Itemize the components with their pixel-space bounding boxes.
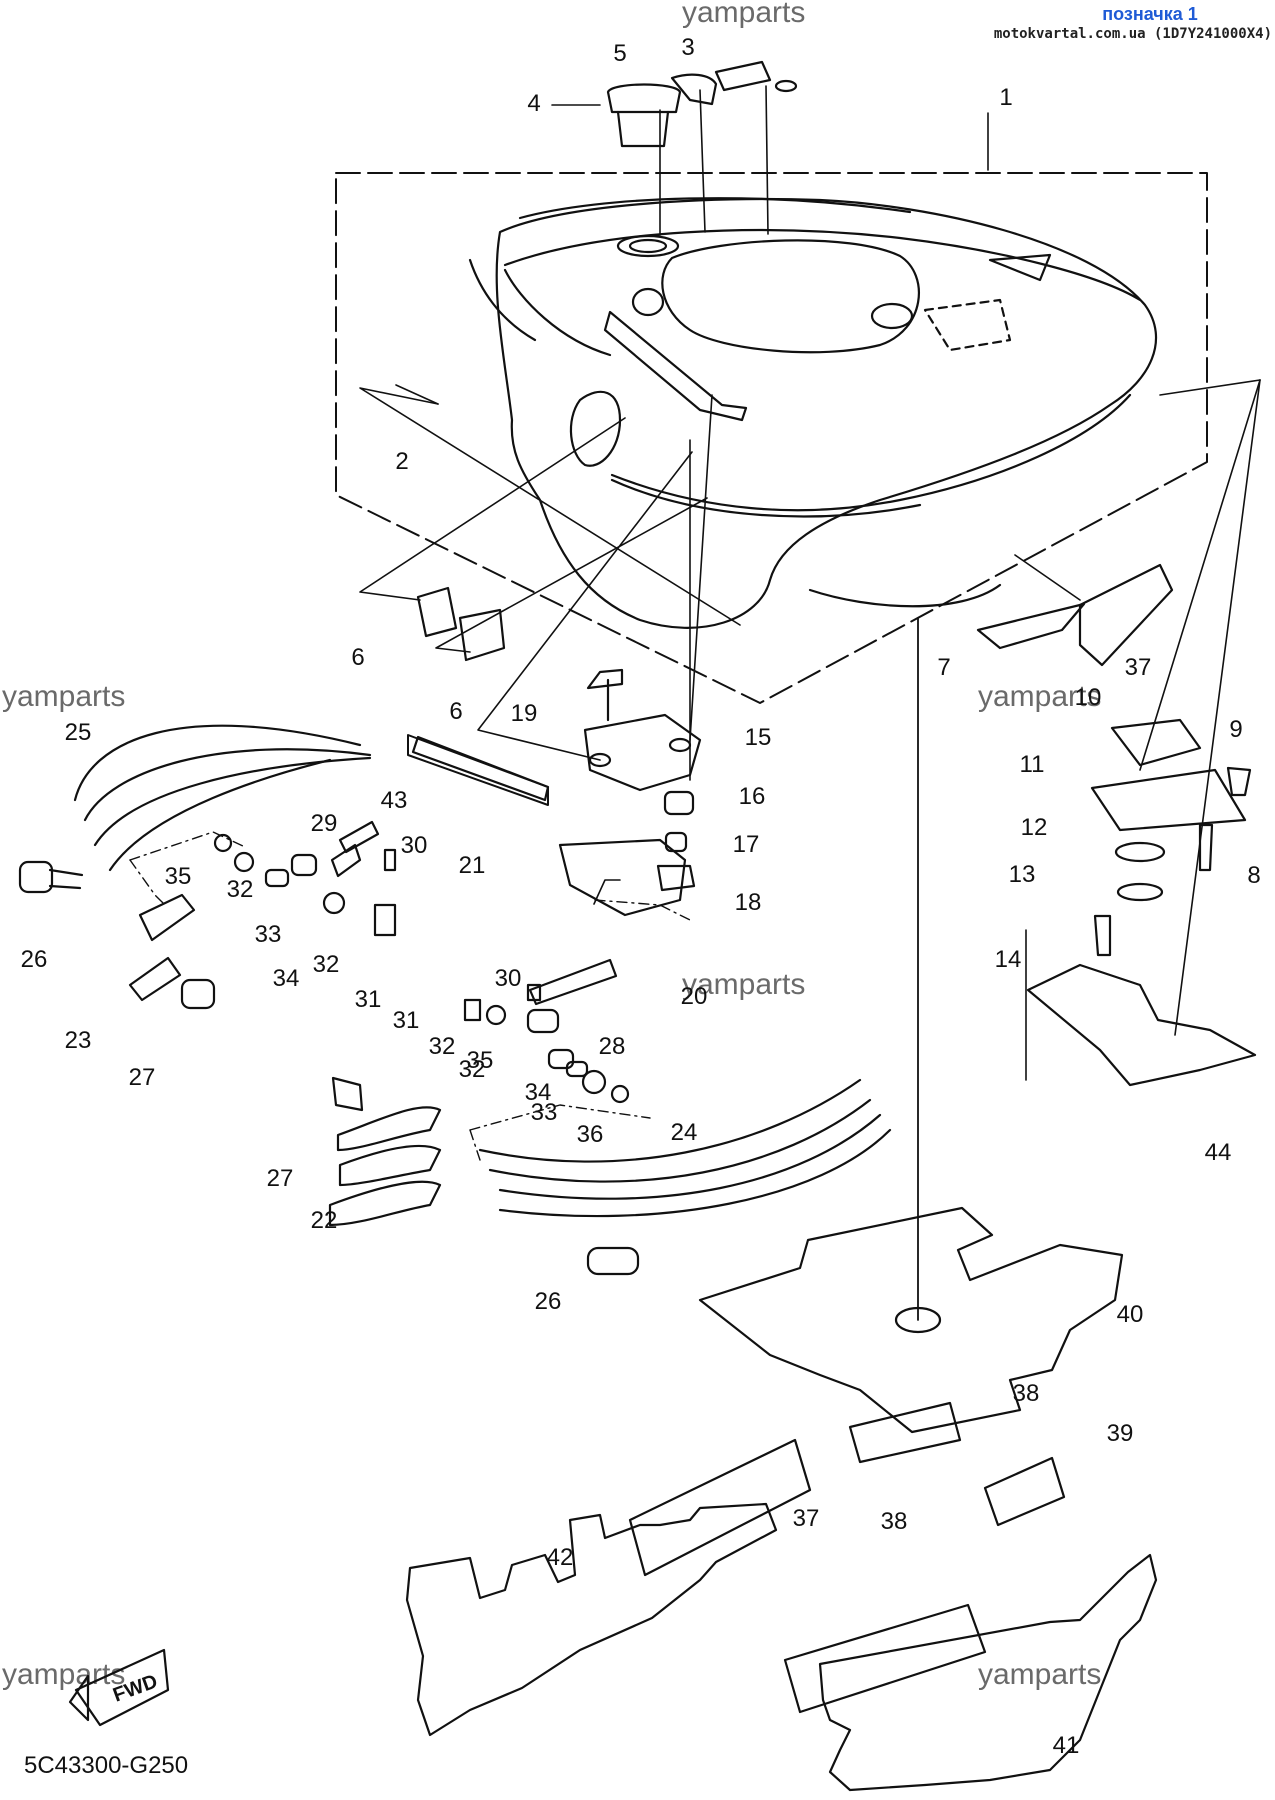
part-number-label: 17 <box>732 831 760 858</box>
part-number-label: 18 <box>734 889 762 916</box>
part-number-label: 1 <box>999 84 1013 111</box>
dimension-brackets <box>129 831 691 1161</box>
part-number-label: 43 <box>380 787 408 814</box>
part-number-label: 37 <box>792 1505 820 1532</box>
part-number-label: 35 <box>466 1047 494 1074</box>
part-number-label: 29 <box>310 810 338 837</box>
part-number-label: 35 <box>164 863 192 890</box>
leader-lines <box>359 85 1261 1321</box>
part-number-label: 19 <box>510 700 538 727</box>
part-number-label: 6 <box>351 644 365 671</box>
fuel-tank <box>468 197 1158 629</box>
part-number-label: 30 <box>400 832 428 859</box>
part-number-label: 15 <box>744 724 772 751</box>
part-number-label: 3 <box>681 34 695 61</box>
watermark: yamparts <box>2 1658 126 1691</box>
part-number-label: 34 <box>524 1079 552 1106</box>
part-number-label: 31 <box>354 986 382 1013</box>
cap-parts <box>606 60 798 148</box>
part-number-label: 26 <box>534 1288 562 1315</box>
part-number-label: 30 <box>494 965 522 992</box>
part-number-label: 4 <box>527 90 541 117</box>
part-number-label: 37 <box>1124 654 1152 681</box>
part-number-label: 5 <box>613 40 627 67</box>
part-number-label: 38 <box>880 1508 908 1535</box>
emblems <box>411 563 1174 802</box>
part-number-label: 9 <box>1229 716 1243 743</box>
svg-text:FWD: FWD <box>110 1670 160 1706</box>
part-number-label: 2 <box>395 448 409 475</box>
part-number-label: 16 <box>738 783 766 810</box>
side-cover-left <box>405 1502 778 1737</box>
part-number-label: 32 <box>226 876 254 903</box>
part-number-label: 23 <box>64 1027 92 1054</box>
part-number-label: 21 <box>458 852 486 879</box>
watermark: yamparts <box>978 1658 1102 1691</box>
part-number-label: 11 <box>1019 751 1045 778</box>
part-number-label: 12 <box>1020 814 1048 841</box>
part-number-label: 24 <box>670 1119 698 1146</box>
part-number-label: 25 <box>64 719 92 746</box>
washers-and-collars <box>213 820 630 1104</box>
part-number-label: 42 <box>546 1544 574 1571</box>
part-number-label: 27 <box>128 1064 156 1091</box>
part-number-label: 22 <box>310 1207 338 1234</box>
part-number-label: 33 <box>254 921 282 948</box>
part-number-label: 7 <box>937 654 951 681</box>
source-caption: motokvartal.com.ua (1D7Y241000X4) <box>993 26 1272 42</box>
side-trim-strips <box>73 724 892 1218</box>
tank-assembly-outline <box>335 172 1208 704</box>
heat-shield <box>698 1206 1124 1434</box>
fwd-arrow-icon: FWD <box>68 1648 170 1727</box>
foam-blocks <box>407 734 1066 1714</box>
part-number-label: 41 <box>1052 1732 1080 1759</box>
part-number-label: 27 <box>266 1165 294 1192</box>
part-number-label: 40 <box>1116 1301 1144 1328</box>
part-number-label: 33 <box>530 1099 558 1126</box>
part-number-label: 10 <box>1074 684 1102 711</box>
part-number-label: 31 <box>392 1007 420 1034</box>
part-number-label: 13 <box>1008 861 1036 888</box>
part-number-label: 6 <box>449 698 463 725</box>
part-number-label: 8 <box>1247 862 1261 889</box>
watermark: yamparts <box>682 0 806 29</box>
side-cover-right <box>818 1553 1158 1792</box>
rear-mount-hardware <box>1026 718 1257 1087</box>
watermark: yamparts <box>978 680 1102 713</box>
diagram-code: 5C43300-G250 <box>24 1752 189 1779</box>
part-number-label: 36 <box>576 1121 604 1148</box>
header-link[interactable]: позначка 1 <box>1102 4 1198 24</box>
part-number-label: 28 <box>598 1033 626 1060</box>
tank-bracket-hardware <box>558 668 702 917</box>
part-number-label: 26 <box>20 946 48 973</box>
part-number-label: 39 <box>1106 1420 1134 1447</box>
part-number-label: 44 <box>1204 1139 1232 1166</box>
part-number-label: 14 <box>994 946 1022 973</box>
part-number-label: 34 <box>272 965 300 992</box>
trim-fasteners <box>18 860 640 1276</box>
part-number-label: 32 <box>428 1033 456 1060</box>
part-number-label: 32 <box>312 951 340 978</box>
watermark: yamparts <box>682 968 806 1001</box>
part-number-label: 20 <box>680 983 708 1010</box>
heat-shield-hole <box>894 1306 942 1334</box>
watermark: yamparts <box>2 680 126 713</box>
part-number-label: 32 <box>458 1056 486 1083</box>
part-number-label: 38 <box>1012 1380 1040 1407</box>
